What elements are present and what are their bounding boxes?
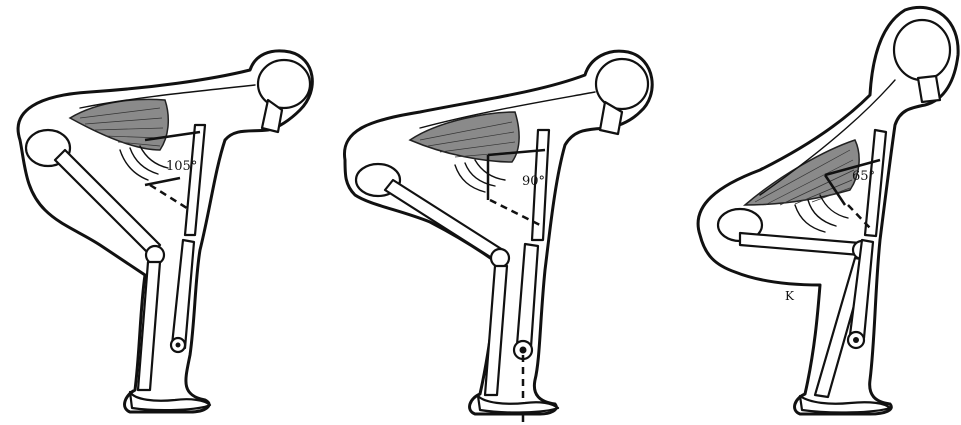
figure-1: 105° [18, 51, 312, 412]
figure-1-skull [258, 60, 310, 108]
artist-signature: K [785, 289, 795, 303]
figure-3-angle-label: 65° [852, 169, 875, 184]
figure-3-skull [894, 20, 950, 80]
figure-2: 90° [344, 51, 652, 425]
figure-3: 65° K [698, 7, 958, 414]
figure-2-skull [596, 59, 648, 109]
figure-1-angle-label: 105° [166, 159, 197, 174]
figure-2-angle-label: 90° [522, 174, 545, 189]
